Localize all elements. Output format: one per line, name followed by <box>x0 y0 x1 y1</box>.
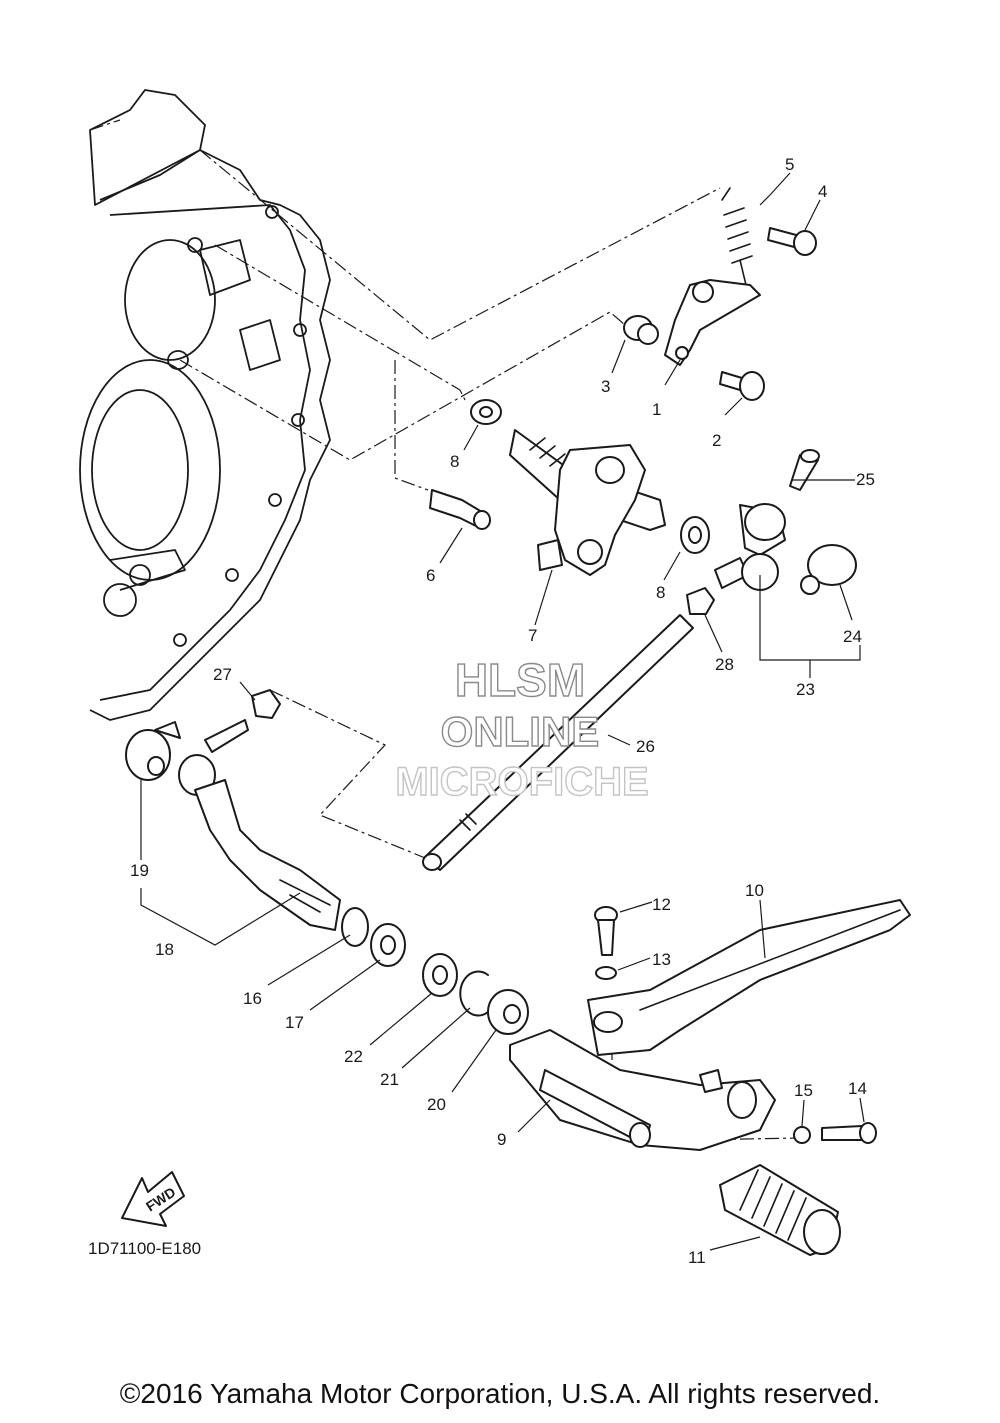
part-6-stud <box>429 489 491 530</box>
part-21-clip <box>459 970 489 1017</box>
part-4-pin-bolt <box>767 227 817 256</box>
part-19-joint <box>125 721 181 781</box>
part-18-lever <box>178 719 341 931</box>
part-28-nut <box>686 587 715 615</box>
watermark: HLSM ONLINE MICROFICHE <box>395 653 650 804</box>
callout-16: 16 <box>243 989 262 1008</box>
part-24-joint-cap <box>800 544 857 595</box>
leader-lines <box>140 172 865 1251</box>
part-15-washer <box>793 1126 811 1144</box>
part-7-shift-shaft <box>509 429 666 576</box>
callout-7: 7 <box>528 626 537 645</box>
part-27-nut <box>251 689 281 719</box>
callout-24: 24 <box>843 627 862 646</box>
callout-8-lower: 8 <box>656 583 665 602</box>
callout-23: 23 <box>796 680 815 699</box>
callout-13: 13 <box>652 950 671 969</box>
callout-28: 28 <box>715 655 734 674</box>
part-3-collar <box>623 315 659 345</box>
callout-15: 15 <box>794 1081 813 1100</box>
callout-19: 19 <box>130 861 149 880</box>
callout-2: 2 <box>712 431 721 450</box>
callout-26: 26 <box>636 737 655 756</box>
watermark-line-1: HLSM <box>455 654 585 706</box>
callout-3: 3 <box>601 377 610 396</box>
callout-5: 5 <box>785 155 794 174</box>
callouts: 1 2 3 4 5 6 7 8 8 9 10 11 12 13 14 15 16… <box>130 155 875 1267</box>
part-10-heel-lever <box>587 899 911 1056</box>
copyright-notice: ©2016 Yamaha Motor Corporation, U.S.A. A… <box>119 1378 881 1409</box>
callout-11: 11 <box>688 1248 706 1267</box>
part-12-bolt <box>594 906 618 956</box>
part-16-circlip <box>341 907 369 947</box>
diagram-reference-code: 1D71100-E180 <box>88 1239 202 1258</box>
part-1-shift-arm <box>664 279 761 366</box>
part-11-footpeg-grip <box>719 1164 841 1256</box>
callout-9: 9 <box>497 1130 506 1149</box>
part-14-bolt <box>821 1122 877 1144</box>
callout-18: 18 <box>155 940 174 959</box>
callout-17: 17 <box>285 1013 304 1032</box>
callout-4: 4 <box>818 182 827 201</box>
part-2-bolt <box>719 371 765 401</box>
crankcase-outline <box>79 89 331 721</box>
callout-6: 6 <box>426 566 435 585</box>
part-20-bushing <box>487 989 529 1035</box>
part-13-washer <box>595 966 617 980</box>
watermark-line-2: ONLINE <box>441 708 600 755</box>
callout-14: 14 <box>848 1079 867 1098</box>
part-26-shift-rod <box>422 614 694 871</box>
part-9-toe-lever <box>509 1029 776 1151</box>
part-5-spring <box>721 187 753 286</box>
callout-8-upper: 8 <box>450 452 459 471</box>
part-8-washer-upper <box>470 399 502 425</box>
part-8-washer-lower <box>680 516 710 554</box>
part-25-bolt <box>789 449 820 491</box>
part-22-washer <box>422 953 458 997</box>
callout-10: 10 <box>745 881 764 900</box>
callout-25: 25 <box>856 470 875 489</box>
callout-12: 12 <box>652 895 671 914</box>
part-23-rod-end <box>714 503 786 591</box>
callout-1: 1 <box>652 400 661 419</box>
callout-20: 20 <box>427 1095 446 1114</box>
callout-21: 21 <box>380 1070 399 1089</box>
callout-22: 22 <box>344 1047 363 1066</box>
callout-27: 27 <box>213 665 232 684</box>
part-17-washer <box>370 923 406 967</box>
forward-arrow-icon: FWD <box>121 1171 185 1227</box>
watermark-line-3: MICROFICHE <box>395 760 648 804</box>
